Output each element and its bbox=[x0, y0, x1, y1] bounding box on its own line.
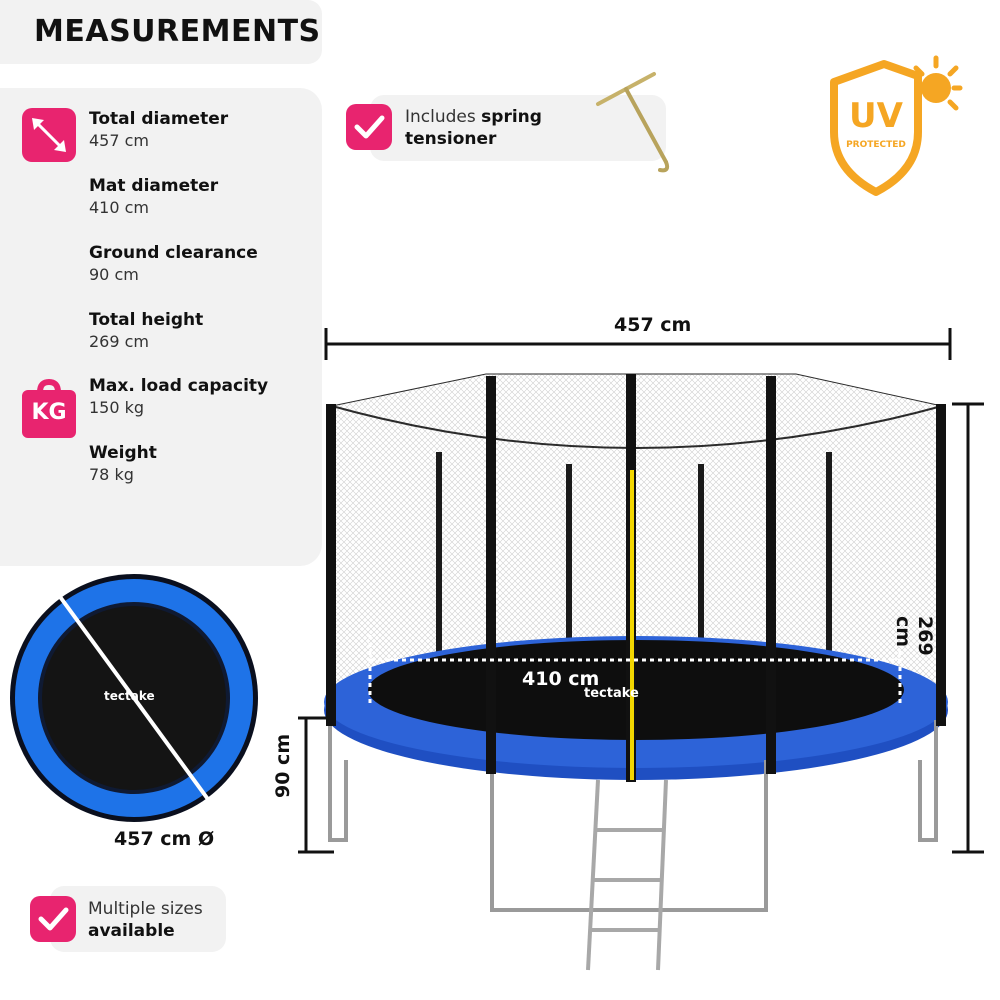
title-box bbox=[0, 0, 322, 64]
uv-protected-badge: UV PROTECTED bbox=[826, 52, 966, 198]
feature-tensioner-text: Includes spring tensioner bbox=[405, 106, 542, 150]
spec-label: Total height bbox=[89, 310, 204, 330]
spec-max-load: Max. load capacity 150 kg bbox=[89, 375, 268, 419]
spec-label: Total diameter bbox=[89, 109, 229, 129]
spec-value: 78 kg bbox=[89, 465, 134, 484]
brand-logo: tectake bbox=[584, 686, 639, 701]
trampoline-illustration: 457 cm 410 cm tectake 269 cm 90 cm bbox=[272, 314, 1000, 980]
feature-tensioner-pill bbox=[370, 95, 666, 161]
spec-value: 150 kg bbox=[89, 398, 145, 417]
spec-total-height: Total height 269 cm bbox=[89, 309, 203, 353]
width-dimension-label: 457 cm bbox=[614, 314, 692, 336]
spec-value: 410 cm bbox=[89, 198, 150, 217]
spec-total-diameter: Total diameter 457 cm bbox=[89, 108, 228, 152]
spec-value: 90 cm bbox=[89, 265, 139, 284]
feature-text-normal: Multiple sizes bbox=[88, 899, 203, 919]
uv-main-text: UV bbox=[849, 96, 903, 136]
spec-panel bbox=[0, 88, 322, 566]
spec-mat-diameter: Mat diameter 410 cm bbox=[89, 175, 218, 219]
spec-label: Weight bbox=[89, 443, 157, 463]
mat-width-label: 410 cm bbox=[522, 668, 600, 690]
feature-text-bold: available bbox=[88, 921, 175, 941]
feature-sizes-text: Multiple sizes available bbox=[88, 898, 203, 942]
checkmark-icon bbox=[346, 104, 392, 150]
brand-logo: tectake bbox=[104, 689, 155, 703]
clearance-dimension-label: 90 cm bbox=[272, 733, 294, 798]
spec-value: 269 cm bbox=[89, 332, 150, 351]
spec-weight: Weight 78 kg bbox=[89, 442, 157, 486]
spec-label: Mat diameter bbox=[89, 176, 219, 196]
spec-value: 457 cm bbox=[89, 131, 150, 150]
spec-label: Max. load capacity bbox=[89, 376, 269, 396]
uv-sub-text: PROTECTED bbox=[846, 140, 906, 150]
trampoline-top-view: tectake bbox=[6, 570, 262, 826]
kg-badge-text: KG bbox=[31, 400, 67, 425]
feature-text-bold: spring bbox=[481, 107, 542, 127]
spring-tensioner-icon bbox=[592, 66, 672, 176]
feature-text-normal: Includes bbox=[405, 107, 482, 127]
height-dimension-label: 269 cm bbox=[892, 616, 936, 656]
page-title: MEASUREMENTS bbox=[34, 14, 321, 49]
feature-sizes-pill bbox=[50, 886, 226, 952]
circle-diameter-label: 457 cm Ø bbox=[114, 828, 215, 850]
kg-weight-icon: KG bbox=[22, 378, 76, 438]
checkmark-icon bbox=[30, 896, 76, 942]
feature-text-bold: tensioner bbox=[405, 129, 497, 149]
spec-label: Ground clearance bbox=[89, 243, 258, 263]
spec-ground-clearance: Ground clearance 90 cm bbox=[89, 242, 258, 286]
diagonal-arrow-icon bbox=[22, 108, 76, 162]
